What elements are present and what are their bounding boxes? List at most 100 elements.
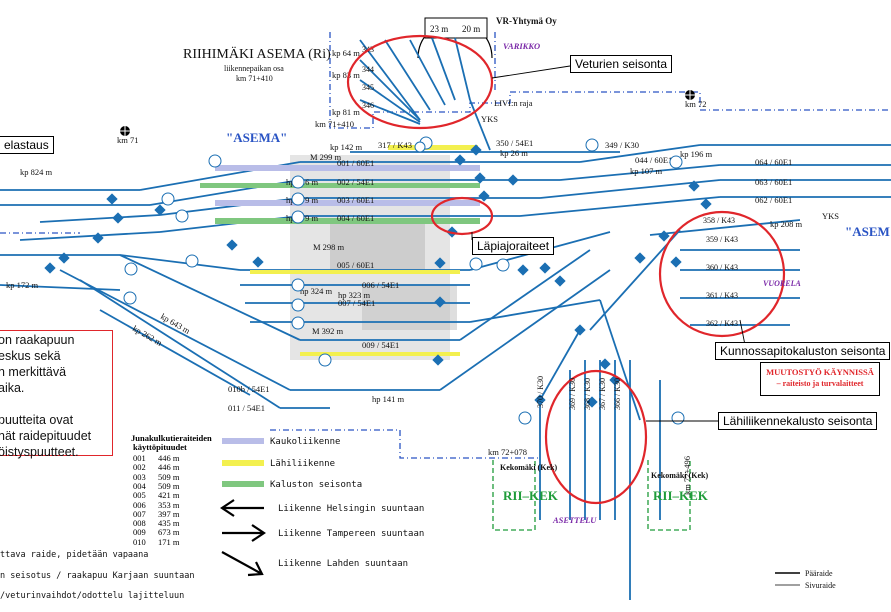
riikek-box-left — [492, 460, 536, 531]
line-type-legend: Pääraide Sivuraide — [775, 569, 836, 590]
arrow-left-icon — [220, 499, 264, 517]
switch-icon — [634, 252, 646, 264]
platform-building-2 — [362, 285, 457, 330]
legend: Kaukoliikenne Lähiliikenne Kaluston seis… — [220, 437, 424, 577]
track-370-label: 370 / K30 — [536, 376, 545, 408]
yks-label-right: YKS — [822, 211, 839, 221]
track-360-label: 360 / K43 — [706, 263, 738, 272]
switch-icon — [470, 144, 482, 156]
switch-icon — [599, 358, 611, 370]
lengths-len-001: 446 m — [158, 453, 180, 463]
lengths-title-1: Junakulkutieraiteiden — [131, 433, 212, 443]
kp-83-label: kp 83 m — [332, 70, 360, 80]
callout-elastaus: elastaus — [0, 136, 54, 154]
track-005-len: M 298 m — [313, 242, 345, 252]
livi-border-label: LIVI:n raja — [494, 98, 533, 108]
svg-text:20 m: 20 m — [462, 24, 480, 34]
legend-tampere-label: Liikenne Tampereen suuntaan — [278, 529, 424, 539]
yks-label: YKS — [481, 114, 498, 124]
legend-kalusto-swatch — [222, 481, 264, 487]
left-note-line: aika. — [0, 381, 25, 395]
switch-icon — [554, 275, 566, 287]
riikek-box-right — [647, 460, 691, 531]
kp-26-label: kp 26 m — [500, 148, 528, 158]
kp-824-label: kp 824 m — [20, 167, 53, 177]
vuorela-ellipse — [658, 210, 786, 338]
muutos-sub: – raiteisto ja turvalaitteet — [776, 379, 864, 388]
asema-label-right: "ASEM — [845, 224, 890, 239]
track-350-label: 350 / 54E1 — [496, 138, 533, 148]
lengths-len-005: 421 m — [158, 490, 180, 501]
switch-icon — [670, 256, 682, 268]
lengths-track-009: 009 — [133, 527, 146, 538]
station-title: RIIHIMÄKI ASEMA (Ri) — [183, 45, 331, 62]
station-boundary — [329, 32, 891, 129]
lengths-track-010: 010 — [133, 536, 146, 547]
kauko-overlay-1 — [215, 165, 480, 171]
lengths-len-002: 446 m — [158, 462, 180, 473]
km-marker-71 — [120, 126, 130, 136]
callout-veturien: Veturien seisonta — [570, 55, 673, 73]
lengths-len-006: 353 m — [158, 499, 180, 510]
legend-helsinki-label: Liikenne Helsingin suuntaan — [278, 504, 424, 514]
left-note-line: eskus sekä — [0, 349, 61, 363]
hp-141-label: hp 141 m — [372, 394, 405, 404]
switch-icon — [434, 296, 446, 308]
track-007-len: hp 323 m — [338, 290, 371, 300]
track-lines — [0, 37, 891, 600]
lengths-len-008: 435 m — [158, 518, 180, 529]
legend-kauko-label: Kaukoliikenne — [270, 437, 340, 447]
kp-262-label: kp 262 m — [131, 323, 164, 348]
subtitle-line2: km 71+410 — [236, 74, 273, 83]
legend-lahi-swatch — [222, 460, 264, 466]
kekomaki-right: Kekomäki (Kek) — [651, 471, 708, 480]
bottom-note-3: /veturinvaihdot/odottelu lajitteluun — [0, 591, 184, 601]
switch-icon — [574, 324, 586, 336]
kp-142-label: kp 142 m — [330, 142, 363, 152]
signal-markers — [123, 136, 685, 425]
svg-text:23 m: 23 m — [430, 24, 448, 34]
kalusto-overlay-2 — [215, 218, 480, 224]
track-345-label: 345 — [362, 83, 374, 92]
track-369-label: 369 / K30 — [568, 378, 577, 410]
kekomaki-ellipse — [544, 369, 648, 505]
switch-icon — [434, 257, 446, 269]
veturien-ellipse — [346, 34, 494, 130]
track-011-label: 011 / 54E1 — [228, 403, 265, 413]
lahi-overlay-1 — [250, 270, 460, 274]
callout-lapiajo: Läpiajoraiteet — [472, 237, 555, 255]
riikek-right: RII–KEK — [653, 488, 709, 503]
switch-icon — [226, 239, 238, 251]
track-009-label: 009 / 54E1 — [362, 340, 399, 350]
highlight-ellipses — [346, 34, 786, 505]
left-note-line: on raakapuun — [0, 333, 75, 347]
switch-icon — [432, 354, 444, 366]
km-72-078-label: km 72+078 — [488, 447, 527, 457]
kauko-overlay-2 — [215, 200, 480, 206]
callout-kunnossapito: Kunnossapitokaluston seisonta — [715, 342, 891, 360]
lahi-overlay-2 — [300, 352, 460, 356]
track-044-label: 044 / 60E1 — [635, 155, 672, 165]
track-062-label: 062 / 60E1 — [755, 195, 792, 205]
lengths-track-004: 004 — [133, 480, 146, 491]
switch-icon — [586, 396, 598, 408]
arrow-right-icon — [222, 524, 266, 542]
lengths-track-003: 003 — [133, 471, 146, 482]
paaraide-label: Pääraide — [805, 569, 833, 578]
lengths-track-008: 008 — [133, 518, 146, 529]
switch-icon — [106, 193, 118, 205]
legend-kalusto-label: Kaluston seisonta — [270, 480, 362, 490]
left-note-line: öistyspuutteet. — [0, 445, 79, 459]
track-009-len: M 392 m — [312, 326, 344, 336]
track-361-label: 361 / K43 — [706, 291, 738, 300]
platform-building — [330, 220, 425, 270]
operator-label: VR-Yhtymä Oy — [496, 16, 557, 26]
switch-icon — [658, 230, 670, 242]
bottom-note-2: n seisotus / raakapuu Karjaan suuntaan — [0, 571, 194, 581]
switch-icon — [112, 212, 124, 224]
left-note-line: nät raidepituudet — [0, 429, 92, 443]
lengths-len-007: 397 m — [158, 508, 180, 519]
